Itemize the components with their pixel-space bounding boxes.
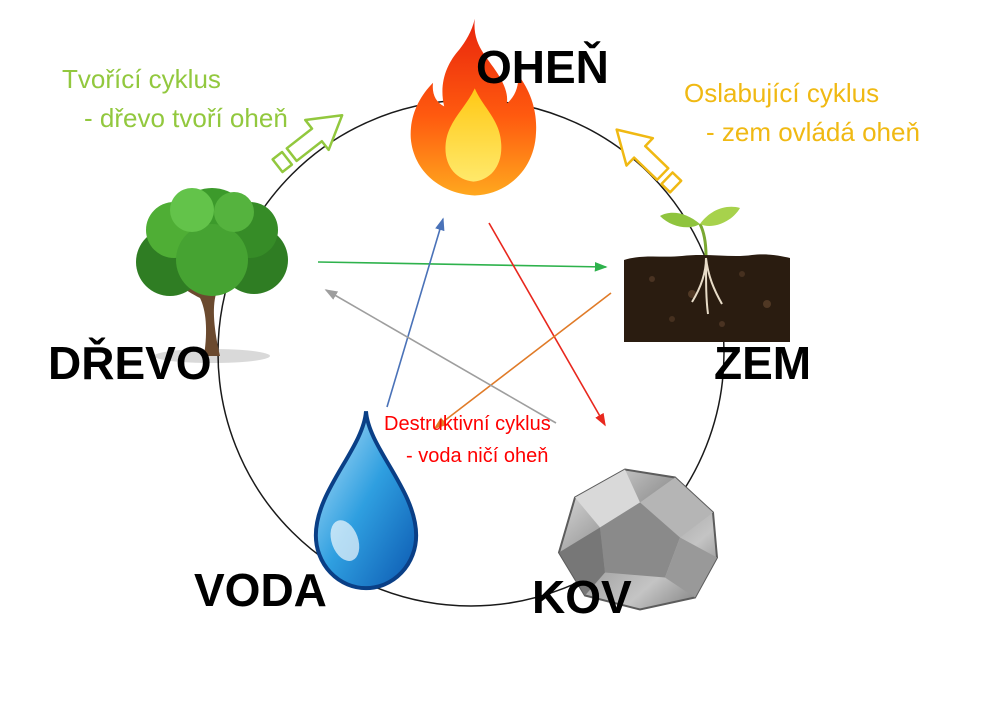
element-fire: [402, 16, 542, 208]
element-metal: [545, 455, 725, 620]
creating-cycle-text: Tvořící cyklus - dřevo tvoří oheň: [62, 60, 288, 138]
element-water: [300, 408, 432, 594]
arrow-metal-to-wood: [324, 289, 557, 424]
tree-icon: [136, 188, 288, 363]
weakening-cycle-arrow: [615, 128, 683, 194]
arrow-fire-to-metal: [488, 222, 606, 427]
creating-cycle-arrow: [271, 113, 344, 174]
arrow-wood-to-earth: [317, 261, 608, 272]
creating-cycle-title: Tvořící cyklus: [62, 64, 221, 94]
earth-label: ZEM: [714, 337, 812, 389]
creating-cycle-subtitle: - dřevo tvoří oheň: [84, 103, 288, 133]
weakening-cycle-text: Oslabující cyklus - zem ovládá oheň: [684, 74, 920, 152]
destructive-cycle-text: Destruktivní cyklus - voda ničí oheň: [384, 408, 551, 472]
flame-icon: [410, 18, 537, 196]
arrow-earth-to-water: [433, 292, 612, 429]
element-wood: [112, 180, 312, 365]
metal-label: KOV: [532, 571, 632, 623]
element-earth: [622, 194, 792, 344]
fire-label: OHEŇ: [476, 41, 609, 93]
water-drop-icon: [313, 411, 419, 591]
destructive-cycle-subtitle: - voda ničí oheň: [406, 445, 549, 467]
water-label: VODA: [194, 564, 327, 616]
wood-label: DŘEVO: [48, 337, 212, 389]
arrow-water-to-fire: [386, 217, 445, 408]
soil-sprout-icon: [624, 206, 790, 342]
destructive-cycle-title: Destruktivní cyklus: [384, 413, 551, 435]
weakening-cycle-subtitle: - zem ovládá oheň: [706, 117, 920, 147]
metal-chunk-icon: [557, 468, 719, 611]
weakening-cycle-title: Oslabující cyklus: [684, 78, 880, 108]
